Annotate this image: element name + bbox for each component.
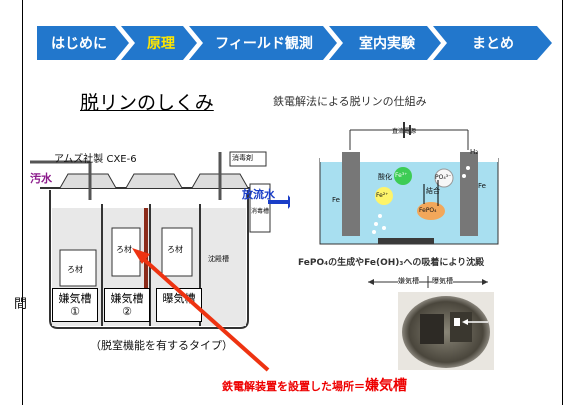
media-label-2: ろ材	[116, 245, 132, 254]
nav-bar: はじめに 原理 フィールド観測 室内実験 まとめ	[37, 26, 552, 60]
septic-tank-diagram: アムズ社製 CXE-6 汚水 放流水 消毒剤 消毒槽 沈殿槽 ろ材 ろ材 ろ材 …	[30, 140, 290, 340]
tank-aeration: 曝気槽	[156, 288, 202, 322]
fepo4-label: FePO₄	[419, 207, 437, 214]
disinfectant-label: 消毒剤	[232, 154, 253, 162]
installation-note-prefix: 鉄電解装置を設置した場所＝	[222, 380, 365, 393]
media-label-3: ろ材	[167, 245, 183, 254]
photo-labels: 嫌気槽 曝気槽	[368, 276, 488, 288]
photo-label-aeration: 曝気槽	[432, 276, 453, 286]
binding-label: 結合	[426, 187, 440, 195]
precipitation-description: FePO₄の生成やFe(OH)₃への吸着により沈殿	[298, 258, 485, 268]
maker-label: アムズ社製 CXE-6	[54, 154, 137, 165]
fe2-label: Fe²⁺	[376, 192, 389, 199]
page-title: 脱リンのしくみ	[80, 92, 214, 114]
tab-lab-experiment[interactable]: 室内実験	[359, 36, 415, 52]
electrode-right-label: Fe	[478, 182, 486, 190]
electrolysis-drawing	[319, 122, 499, 245]
installation-photo	[398, 292, 494, 370]
nav-background	[37, 26, 552, 60]
influent-label: 汚水	[30, 172, 52, 185]
left-edge-text: 間	[14, 297, 28, 312]
media-label-1: ろ材	[67, 265, 83, 274]
photo-label-anaerobic: 嫌気槽	[398, 276, 419, 286]
fe3-label: Fe³⁺	[395, 172, 408, 179]
power-label: 直流電源	[392, 128, 417, 135]
electrolysis-diagram: 直流電源 H₂ Fe Fe 酸化 結合 Fe²⁺ Fe³⁺ PO₄³⁻ FePO…	[318, 120, 500, 250]
tab-intro[interactable]: はじめに	[51, 36, 107, 52]
po4-label: PO₄³⁻	[435, 174, 452, 181]
tank-caption: （脱室機能を有するタイプ）	[90, 339, 233, 352]
tab-summary[interactable]: まとめ	[472, 36, 514, 52]
installation-note: 鉄電解装置を設置した場所＝嫌気槽	[222, 375, 407, 395]
sedimentation-tank-label: 沈殿槽	[208, 255, 229, 263]
h2-label: H₂	[470, 148, 479, 156]
electrode-left-label: Fe	[332, 196, 340, 204]
diagram-title: 鉄電解法による脱リンの仕組み	[273, 95, 427, 108]
oxidation-label: 酸化	[378, 173, 392, 181]
tab-principle[interactable]: 原理	[147, 36, 175, 52]
installation-note-emphasis: 嫌気槽	[365, 378, 407, 394]
effluent-label: 放流水	[242, 188, 275, 201]
disinfection-tank-label: 消毒槽	[251, 208, 270, 215]
tab-field-observation[interactable]: フィールド観測	[215, 36, 313, 52]
